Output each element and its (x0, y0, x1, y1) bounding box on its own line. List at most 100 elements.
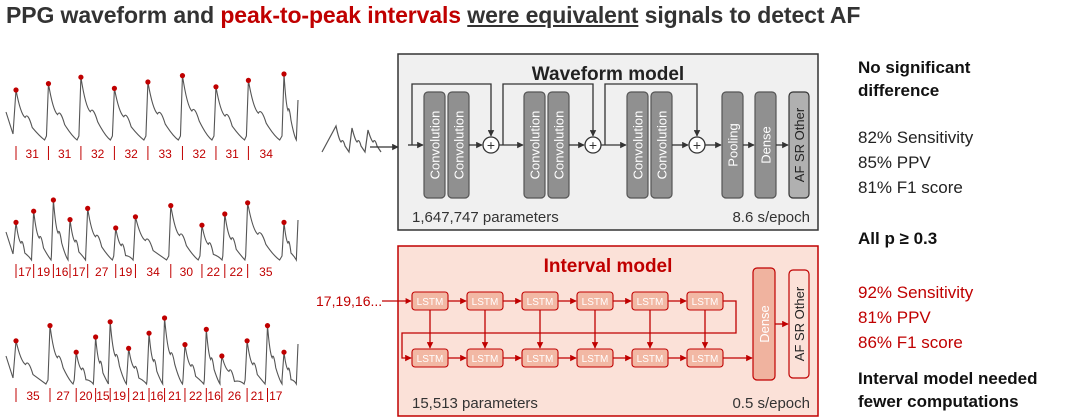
add-node-symbol: + (487, 137, 495, 153)
interval-value-label: 35 (259, 265, 273, 279)
interval-value-label: 34 (146, 265, 160, 279)
convolution-block-label: Convolution (552, 111, 567, 180)
ppg-peak-marker (67, 217, 73, 223)
ppg-peak-marker (85, 205, 91, 211)
ppg-peak-marker (73, 349, 79, 355)
ppg-peak-marker (222, 211, 228, 217)
interval-value-label: 16 (150, 389, 164, 403)
interval-output-classes: AF SR Other (792, 286, 807, 361)
skip-connection (401, 300, 737, 362)
interval-value-label: 22 (207, 265, 221, 279)
waveform-metric-sensitivity: 82% Sensitivity (858, 128, 974, 147)
lstm-block-label: LSTM (637, 354, 664, 365)
waveform-model-title: Waveform model (532, 64, 684, 85)
interval-value-label: 32 (124, 147, 138, 161)
interval-model-parameters: 15,513 parameters (412, 395, 538, 412)
interval-value-label: 27 (95, 265, 109, 279)
lstm-block-label: LSTM (582, 354, 609, 365)
interval-value-label: 15 (96, 389, 110, 403)
ppg-peak-marker (281, 219, 287, 225)
ppg-peak-marker (107, 319, 113, 325)
lstm-block-label: LSTM (692, 297, 719, 308)
ppg-peak-marker (219, 353, 225, 359)
ppg-peak-marker (78, 74, 84, 80)
interval-value-label: 22 (189, 389, 203, 403)
ppg-peak-marker (47, 323, 53, 329)
ppg-peak-marker (113, 225, 119, 231)
lstm-block-label: LSTM (527, 354, 554, 365)
ppg-peak-marker (264, 323, 271, 329)
waveform-input-signal (321, 124, 382, 154)
result-p-value: All p ≥ 0.3 (858, 229, 938, 248)
convolution-block (626, 91, 649, 199)
lstm-block-label: LSTM (582, 297, 609, 308)
waveform-model-speed: 8.6 s/epoch (732, 209, 810, 226)
ppg-peak-marker (161, 315, 168, 321)
page-title: PPG waveform and peak-to-peak intervals … (6, 2, 1080, 29)
lstm-block-label: LSTM (417, 297, 444, 308)
interval-value-label: 32 (193, 147, 207, 161)
convolution-block-label: Convolution (655, 111, 670, 180)
ppg-peak-marker (281, 349, 287, 355)
lstm-block-label: LSTM (692, 354, 719, 365)
result-no-significant: No significant (858, 58, 971, 77)
ppg-peak-marker (132, 214, 139, 220)
ppg-peak-marker (146, 330, 152, 336)
ppg-peak-marker (168, 203, 174, 209)
ppg-peak-marker (13, 87, 19, 93)
lstm-block-label: LSTM (527, 297, 554, 308)
interval-value-label: 30 (180, 265, 194, 279)
ppg-peak-marker (245, 77, 252, 83)
pooling-block-label: Pooling (726, 123, 741, 166)
interval-value-label: 19 (119, 265, 133, 279)
ppg-peak-marker (13, 338, 19, 344)
convolution-block-label: Convolution (631, 111, 646, 180)
interval-value-label: 16 (55, 265, 69, 279)
ppg-peak-marker (13, 219, 19, 225)
interval-value-label: 27 (56, 389, 70, 403)
interval-value-label: 32 (91, 147, 105, 161)
title-ppg-waveform: PPG waveform (6, 2, 168, 28)
interval-input-label: 17,19,16... (316, 293, 382, 309)
lstm-block-label: LSTM (472, 354, 499, 365)
waveform-metric-f1: 81% F1 score (858, 178, 963, 197)
ppg-peak-marker (213, 84, 219, 90)
convolution-block-label: Convolution (452, 111, 467, 180)
add-node-symbol: + (693, 137, 701, 153)
waveform-metric-ppv: 85% PPV (858, 153, 931, 172)
skip-connection (411, 83, 495, 145)
result-conclusion-line2: fewer computations (858, 392, 1019, 411)
ppg-waveform-trace (5, 73, 299, 142)
waveform-model-parameters: 1,647,747 parameters (412, 209, 559, 226)
interval-output-block (788, 269, 810, 379)
convolution-block-label: Convolution (428, 111, 443, 180)
interval-value-label: 17 (269, 389, 283, 403)
lstm-block-label: LSTM (637, 297, 664, 308)
interval-dense-label: Dense (757, 305, 772, 343)
interval-model-title: Interval model (544, 256, 673, 277)
interval-value-label: 34 (260, 147, 274, 161)
title-signals: signals to detect AF (638, 2, 861, 28)
interval-model-panel: Interval model LSTMLSTMLSTMLSTMLSTMLSTML… (397, 245, 819, 417)
result-conclusion-line1: Interval model needed (858, 369, 1038, 388)
lstm-block-label: LSTM (417, 354, 444, 365)
interval-metric-sensitivity: 92% Sensitivity (858, 283, 974, 302)
interval-model-architecture: LSTM LSTM LSTM LSTM LSTM LSTM LSTM LSTM LSTM LSTM… (401, 267, 810, 381)
ppg-peak-marker (179, 73, 186, 79)
ppg-peak-marker (182, 342, 188, 348)
ppg-peak-marker (93, 334, 99, 340)
add-node-symbol: + (589, 137, 597, 153)
interval-value-label: 26 (228, 389, 242, 403)
title-peak-intervals: peak-to-peak intervals (220, 2, 461, 28)
interval-value-label: 31 (58, 147, 72, 161)
convolution-block (523, 91, 546, 199)
ppg-waveform-trace (5, 199, 299, 262)
convolution-block (423, 91, 446, 199)
interval-model-speed: 0.5 s/epoch (732, 395, 810, 412)
skip-connection (502, 83, 597, 145)
interval-value-label: 17 (72, 265, 86, 279)
interval-value-label: 21 (132, 389, 146, 403)
interval-value-label: 20 (79, 389, 93, 403)
